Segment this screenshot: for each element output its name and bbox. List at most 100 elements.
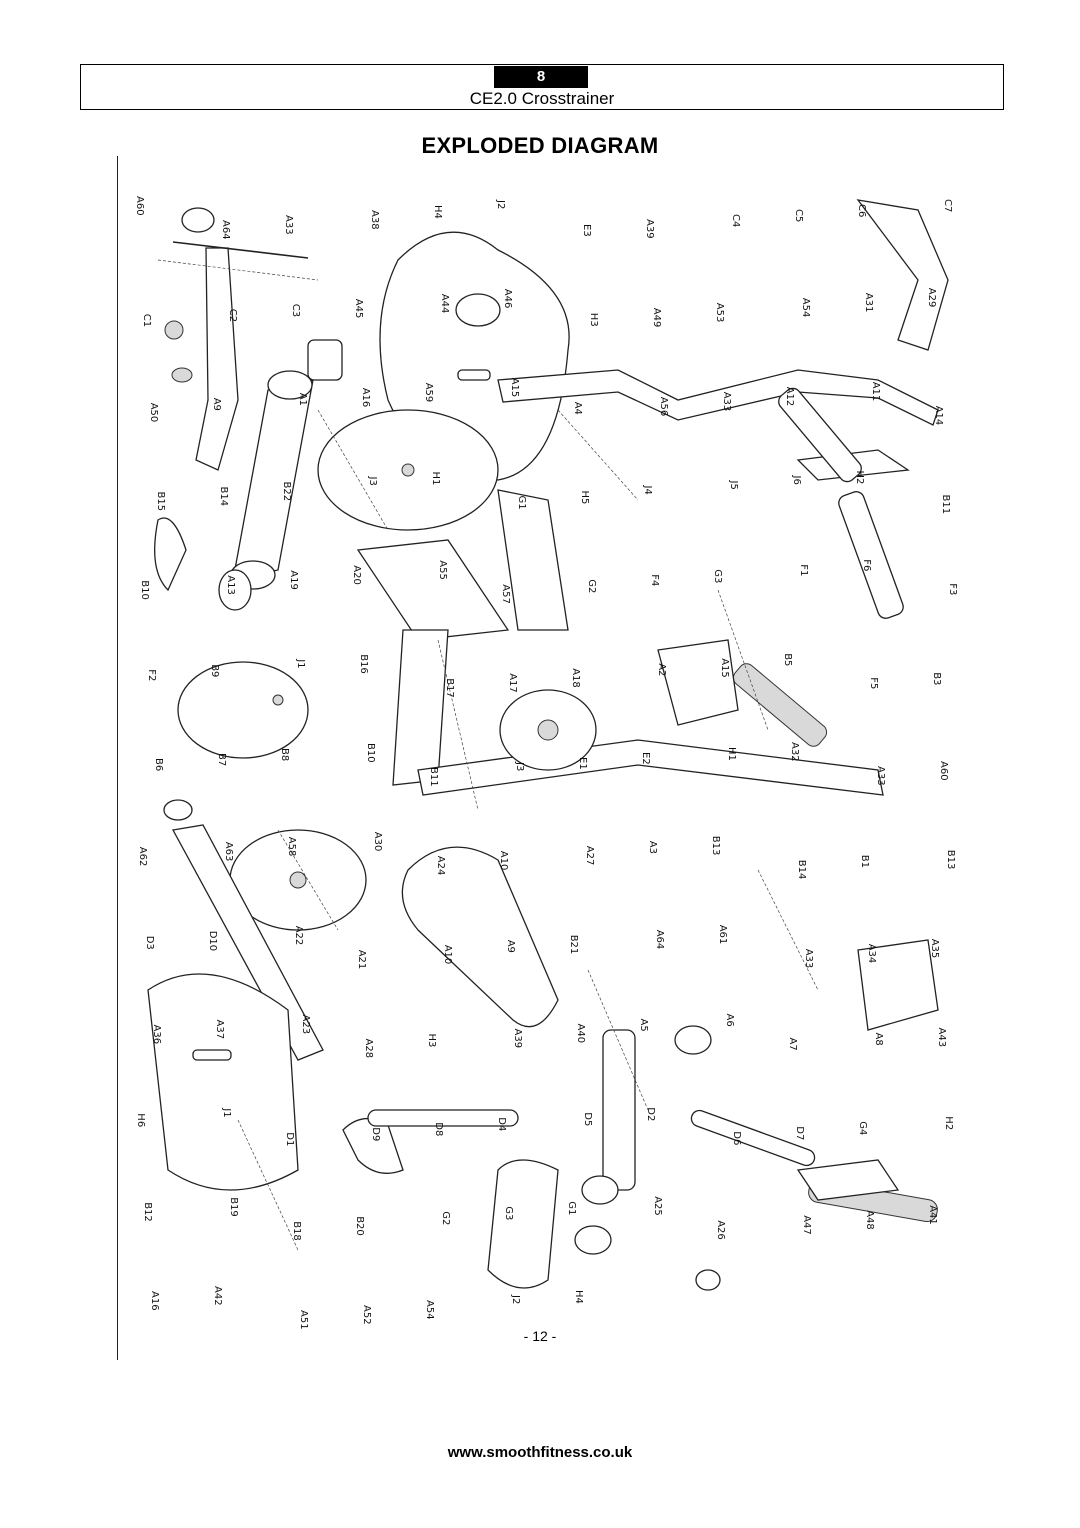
margin-rule — [117, 156, 118, 1360]
part-label: B11 — [428, 767, 439, 787]
part-label: A18 — [570, 668, 581, 688]
part-label: D2 — [645, 1107, 656, 1121]
part-label: H1 — [430, 472, 441, 486]
part-label: A58 — [286, 837, 297, 857]
part-label: H1 — [726, 747, 737, 761]
part-label: A63 — [223, 842, 234, 862]
part-label: A27 — [584, 846, 595, 866]
part-label: B9 — [209, 664, 220, 677]
part-label: G1 — [566, 1201, 577, 1215]
part-label: A60 — [938, 761, 949, 781]
part-label: B10 — [365, 743, 376, 763]
part-label: A1 — [297, 393, 308, 406]
part-label: H3 — [426, 1034, 437, 1048]
part-label: A13 — [225, 575, 236, 595]
part-label: B22 — [281, 482, 292, 502]
part-label: A38 — [369, 210, 380, 230]
part-label: G2 — [440, 1211, 451, 1225]
part-label: A21 — [356, 950, 367, 970]
part-label: B3 — [931, 672, 942, 685]
part-label: A56 — [658, 397, 669, 417]
part-label: A42 — [212, 1286, 223, 1306]
part-label: B15 — [155, 492, 166, 512]
part-label: A31 — [863, 293, 874, 313]
part-label: F5 — [868, 677, 879, 689]
part-label: E2 — [640, 752, 651, 765]
part-label: C6 — [856, 204, 867, 217]
part-label: D10 — [207, 931, 218, 951]
part-label: J3 — [367, 476, 378, 486]
part-label: H2 — [854, 471, 865, 485]
part-label: A52 — [361, 1305, 372, 1325]
part-label: B13 — [710, 836, 721, 856]
part-label: A40 — [575, 1024, 586, 1044]
part-label: A32 — [789, 742, 800, 762]
part-label: H4 — [432, 205, 443, 219]
part-label: B12 — [142, 1202, 153, 1222]
part-label: H3 — [588, 313, 599, 327]
part-label: B14 — [796, 860, 807, 880]
part-label: A51 — [298, 1310, 309, 1330]
part-label: A30 — [372, 832, 383, 852]
lower-arm — [147, 799, 519, 1191]
part-label: G3 — [712, 569, 723, 583]
part-label: A3 — [647, 841, 658, 854]
part-label: A10 — [498, 851, 509, 871]
part-label: F4 — [649, 574, 660, 586]
part-label: E1 — [577, 757, 588, 770]
upper-frame — [497, 199, 949, 747]
part-label: D6 — [731, 1131, 742, 1145]
part-label: A45 — [353, 299, 364, 319]
part-label: A10 — [442, 945, 453, 965]
part-label: A53 — [714, 303, 725, 323]
part-label: E3 — [581, 224, 592, 237]
part-label: G1 — [516, 496, 527, 510]
part-label: A37 — [214, 1020, 225, 1040]
part-label: D4 — [496, 1117, 507, 1131]
part-label: A15 — [719, 658, 730, 678]
part-label: A5 — [638, 1019, 649, 1032]
part-label: B8 — [279, 748, 290, 761]
part-label: C7 — [942, 199, 953, 212]
part-label: B1 — [859, 855, 870, 868]
part-label: A41 — [927, 1205, 938, 1225]
drive-belt — [177, 661, 559, 1028]
part-label: A64 — [220, 220, 231, 240]
part-label: B7 — [216, 753, 227, 766]
part-label: A47 — [801, 1215, 812, 1235]
part-label: A61 — [717, 925, 728, 945]
part-label: A62 — [137, 847, 148, 867]
part-label: A19 — [288, 570, 299, 590]
part-label: B19 — [228, 1197, 239, 1217]
part-label: C1 — [141, 314, 152, 327]
part-label: A55 — [437, 560, 448, 580]
main-frame — [356, 489, 884, 796]
part-label: A50 — [148, 403, 159, 423]
part-label: A6 — [724, 1014, 735, 1027]
part-label: B18 — [291, 1221, 302, 1241]
part-label: B5 — [782, 653, 793, 666]
part-label: A48 — [864, 1210, 875, 1230]
part-label: A33 — [875, 766, 886, 786]
part-label: A33 — [721, 392, 732, 412]
part-label: A4 — [572, 402, 583, 415]
part-label: A36 — [151, 1025, 162, 1045]
part-label: B6 — [153, 758, 164, 771]
part-label: A2 — [656, 663, 667, 676]
part-label: D1 — [284, 1132, 295, 1146]
part-label: A9 — [505, 940, 516, 953]
part-label: H6 — [135, 1113, 146, 1127]
part-label: A57 — [500, 584, 511, 604]
part-label: A35 — [929, 939, 940, 959]
part-label: C2 — [227, 309, 238, 322]
part-label: J4 — [642, 485, 653, 495]
part-label: J1 — [295, 658, 306, 668]
part-label: B13 — [945, 850, 956, 870]
part-label: J5 — [728, 480, 739, 490]
part-label: B14 — [218, 487, 229, 507]
part-label: A43 — [936, 1028, 947, 1048]
part-label: A39 — [644, 219, 655, 239]
part-label: A9 — [211, 398, 222, 411]
upper-cover — [317, 231, 570, 531]
